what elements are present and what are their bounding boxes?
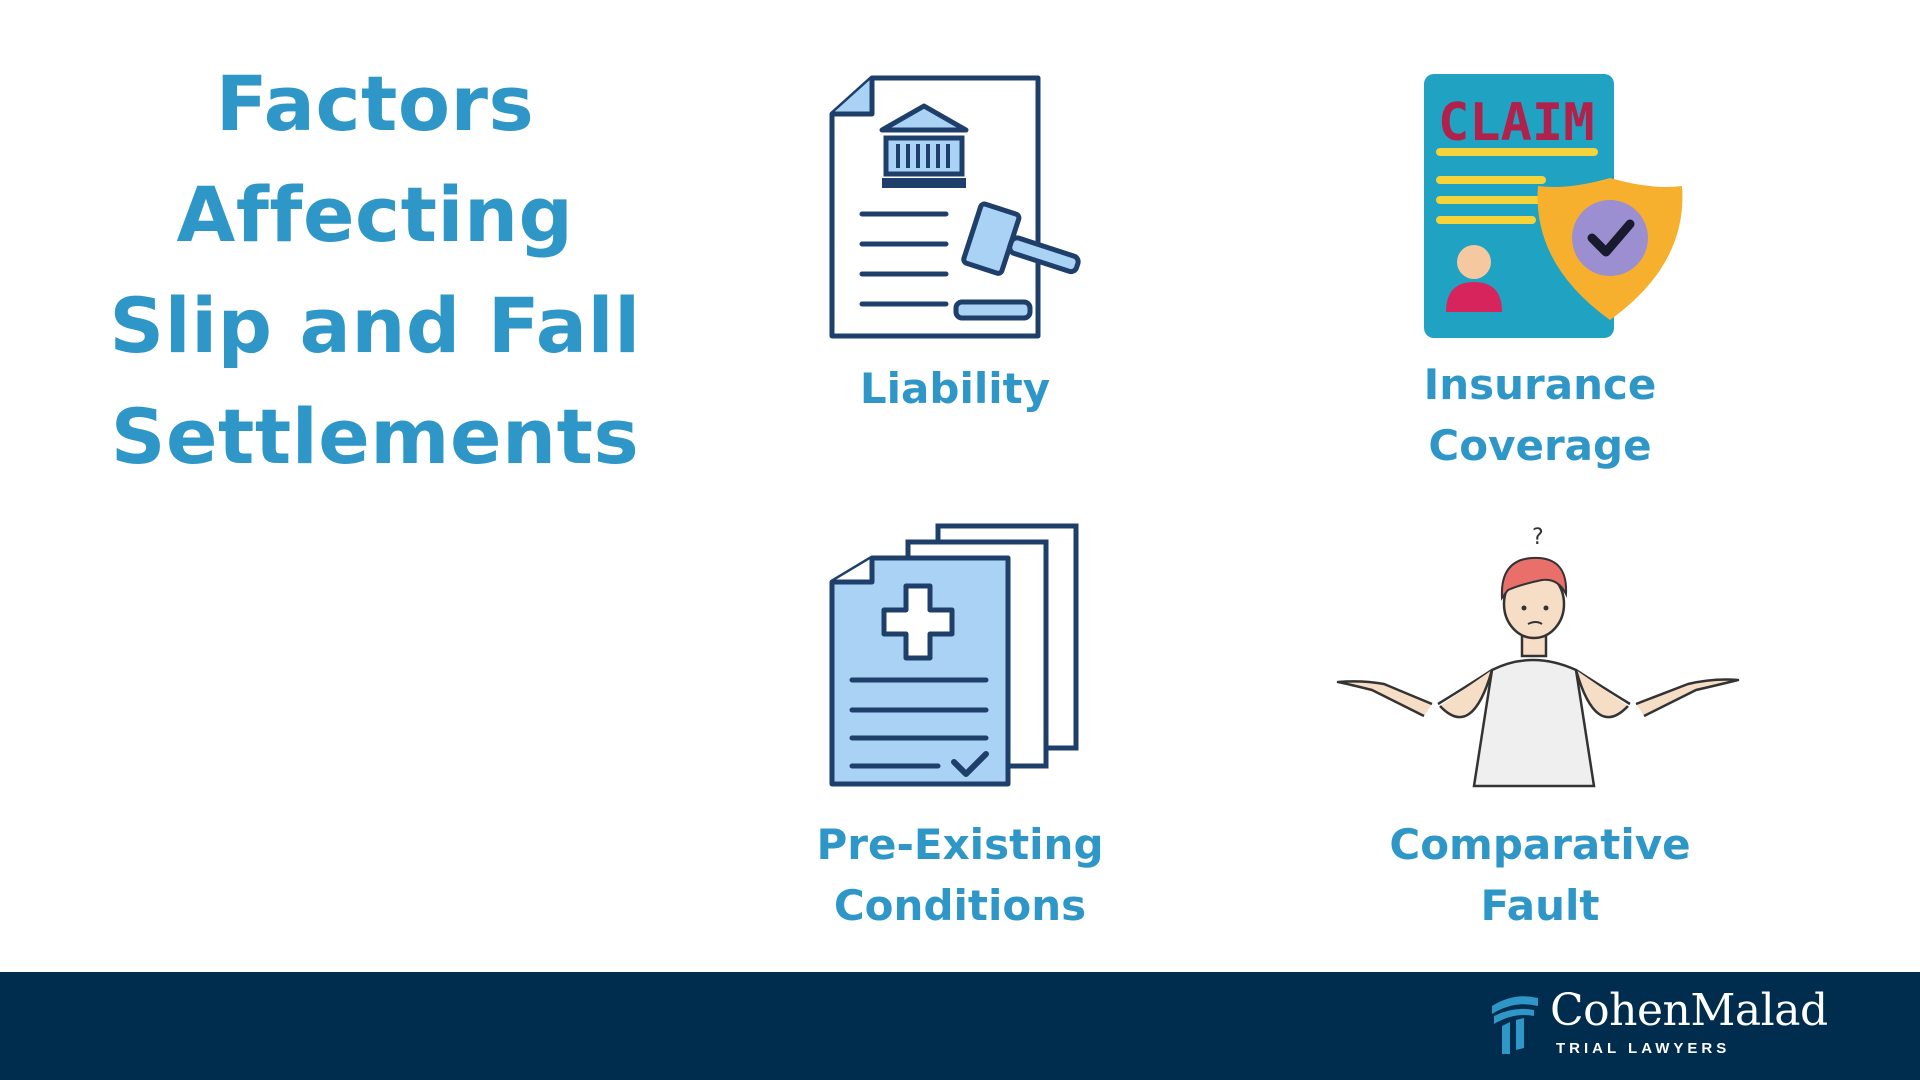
svg-text:?: ? [1532, 525, 1544, 550]
brand-name: CohenMalad [1550, 985, 1828, 1036]
page-title-line-1: Factors [215, 59, 535, 148]
confused-person-shrug-icon: ? [1336, 525, 1740, 788]
document-gavel-icon [829, 75, 1081, 339]
page-title-line-3: Slip and Fall [109, 281, 641, 370]
medical-records-icon [829, 523, 1079, 787]
factor-label-pre-existing-conditions: Pre-Existing Conditions [816, 820, 1104, 930]
factor-label-liability: Liability [859, 364, 1051, 413]
page-title-line-2: Affecting [176, 170, 574, 259]
pillar-logo-icon [1492, 996, 1538, 1054]
factor-label-insurance-coverage: Insurance Coverage [1423, 360, 1657, 470]
factor-label-comparative-fault: Comparative Fault [1389, 820, 1691, 930]
footer-bar: CohenMalad TRIAL LAWYERS [0, 972, 1920, 1080]
claim-document-shield-icon: CLAIM [1424, 74, 1683, 338]
page-title: Factors Affecting Slip and Fall Settleme… [70, 48, 680, 492]
brand-tagline: TRIAL LAWYERS [1556, 1040, 1731, 1057]
page-title-line-4: Settlements [110, 392, 640, 481]
claim-text: CLAIM [1438, 93, 1595, 153]
